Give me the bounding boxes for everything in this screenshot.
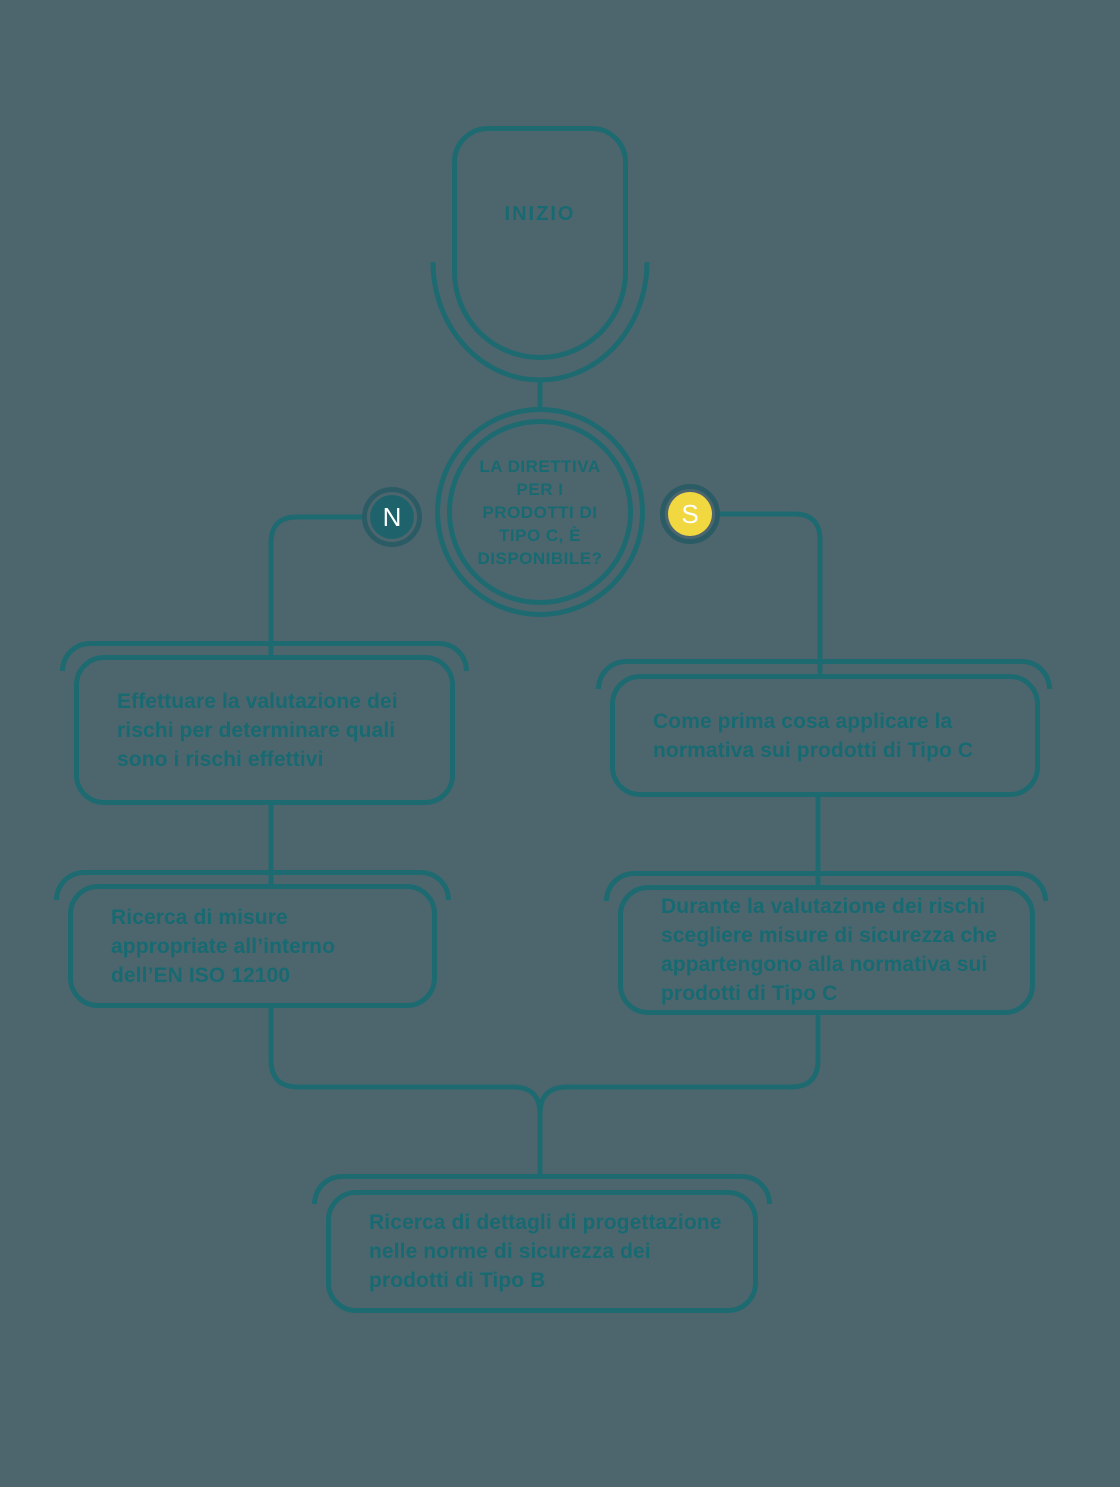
branch-no-badge: N xyxy=(362,487,422,547)
yes-step1-box: Come prima cosa applicare la normativa s… xyxy=(610,674,1040,797)
merge-left-line xyxy=(268,1006,543,1178)
yes-step1-text: Come prima cosa applicare la normativa s… xyxy=(653,709,974,762)
yes-step2-box: Durante la valutazione dei rischi scegli… xyxy=(618,885,1035,1015)
start-node: INIZIO xyxy=(452,126,628,360)
branch-yes-badge-fill: S xyxy=(668,492,712,536)
start-label: INIZIO xyxy=(504,202,576,225)
merge-box-text: Ricerca di dettagli di progettazione nel… xyxy=(369,1211,722,1292)
branch-yes-label: S xyxy=(681,498,699,529)
merge-box: Ricerca di dettagli di progettazione nel… xyxy=(326,1190,758,1313)
branch-yes-badge: S xyxy=(660,484,720,544)
merge-right-line xyxy=(537,1013,821,1115)
decision-node-inner-ring: LA DIRETTIVA PER I PRODOTTI DI TIPO C, È… xyxy=(447,419,633,605)
no-step1-box: Effettuare la valutazione dei rischi per… xyxy=(74,655,455,805)
branch-no-line xyxy=(268,514,364,660)
decision-label: LA DIRETTIVA PER I PRODOTTI DI TIPO C, È… xyxy=(477,456,603,568)
branch-no-label: N xyxy=(382,501,402,532)
decision-node: LA DIRETTIVA PER I PRODOTTI DI TIPO C, È… xyxy=(435,407,645,617)
no-step1-text: Effettuare la valutazione dei rischi per… xyxy=(117,689,398,771)
bottom-white-strip xyxy=(0,1487,1120,1492)
no-step2-text: Ricerca di misure appropriate all’intern… xyxy=(111,905,335,987)
branch-no-badge-fill: N xyxy=(370,495,414,539)
yes-step2-text: Durante la valutazione dei rischi scegli… xyxy=(661,895,997,1005)
no-step2-box: Ricerca di misure appropriate all’intern… xyxy=(68,884,437,1008)
branch-yes-line xyxy=(719,511,823,674)
